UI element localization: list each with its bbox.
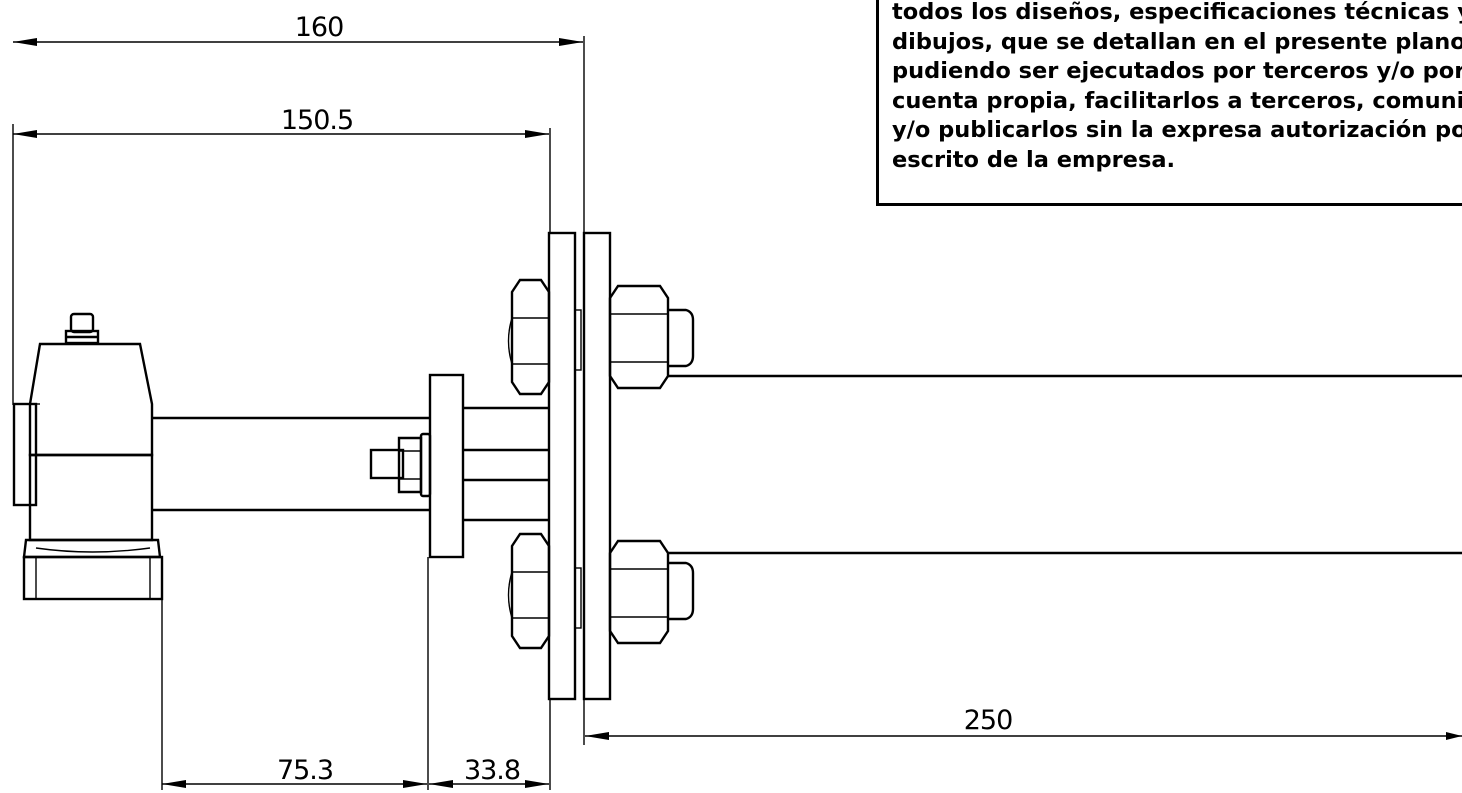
long-bolts	[668, 374, 1462, 555]
dim-label-33-8: 33.8	[464, 755, 520, 786]
dim-label-150-5: 150.5	[281, 105, 353, 136]
lower-right-hex-nut	[608, 539, 695, 645]
dimension-160: 160	[13, 12, 585, 234]
copyright-notice-box: todos los diseños, especificaciones técn…	[876, 0, 1462, 206]
dim-label-250: 250	[964, 705, 1013, 736]
dimension-33-8: 33.8	[429, 699, 551, 790]
dimension-150-5: 150.5	[12, 105, 551, 405]
hub-flange	[369, 373, 550, 559]
dimension-250: 250	[583, 699, 1462, 745]
upper-right-hex-nut	[608, 284, 695, 390]
right-mounting-plate	[582, 231, 612, 701]
motor-housing	[12, 312, 164, 601]
lower-left-hex-nut	[507, 532, 551, 650]
drive-shaft	[152, 416, 430, 512]
notice-line-1: todos los diseños, especificaciones técn…	[892, 0, 1462, 25]
dim-label-160: 160	[295, 12, 344, 43]
left-mounting-plate	[547, 231, 582, 701]
notice-line-3: pudiendo ser ejecutados por terceros y/o…	[892, 58, 1462, 84]
notice-line-2: dibujos, que se detallan en el presente …	[892, 28, 1462, 55]
dim-label-75-3: 75.3	[277, 755, 333, 786]
upper-left-hex-nut	[507, 278, 551, 396]
notice-line-6: escrito de la empresa.	[892, 146, 1176, 173]
notice-line-4: cuenta propia, facilitarlos a terceros, …	[892, 87, 1462, 114]
dimension-75-3: 75.3	[161, 557, 429, 790]
notice-line-5: y/o publicarlos sin la expresa autorizac…	[892, 117, 1462, 143]
